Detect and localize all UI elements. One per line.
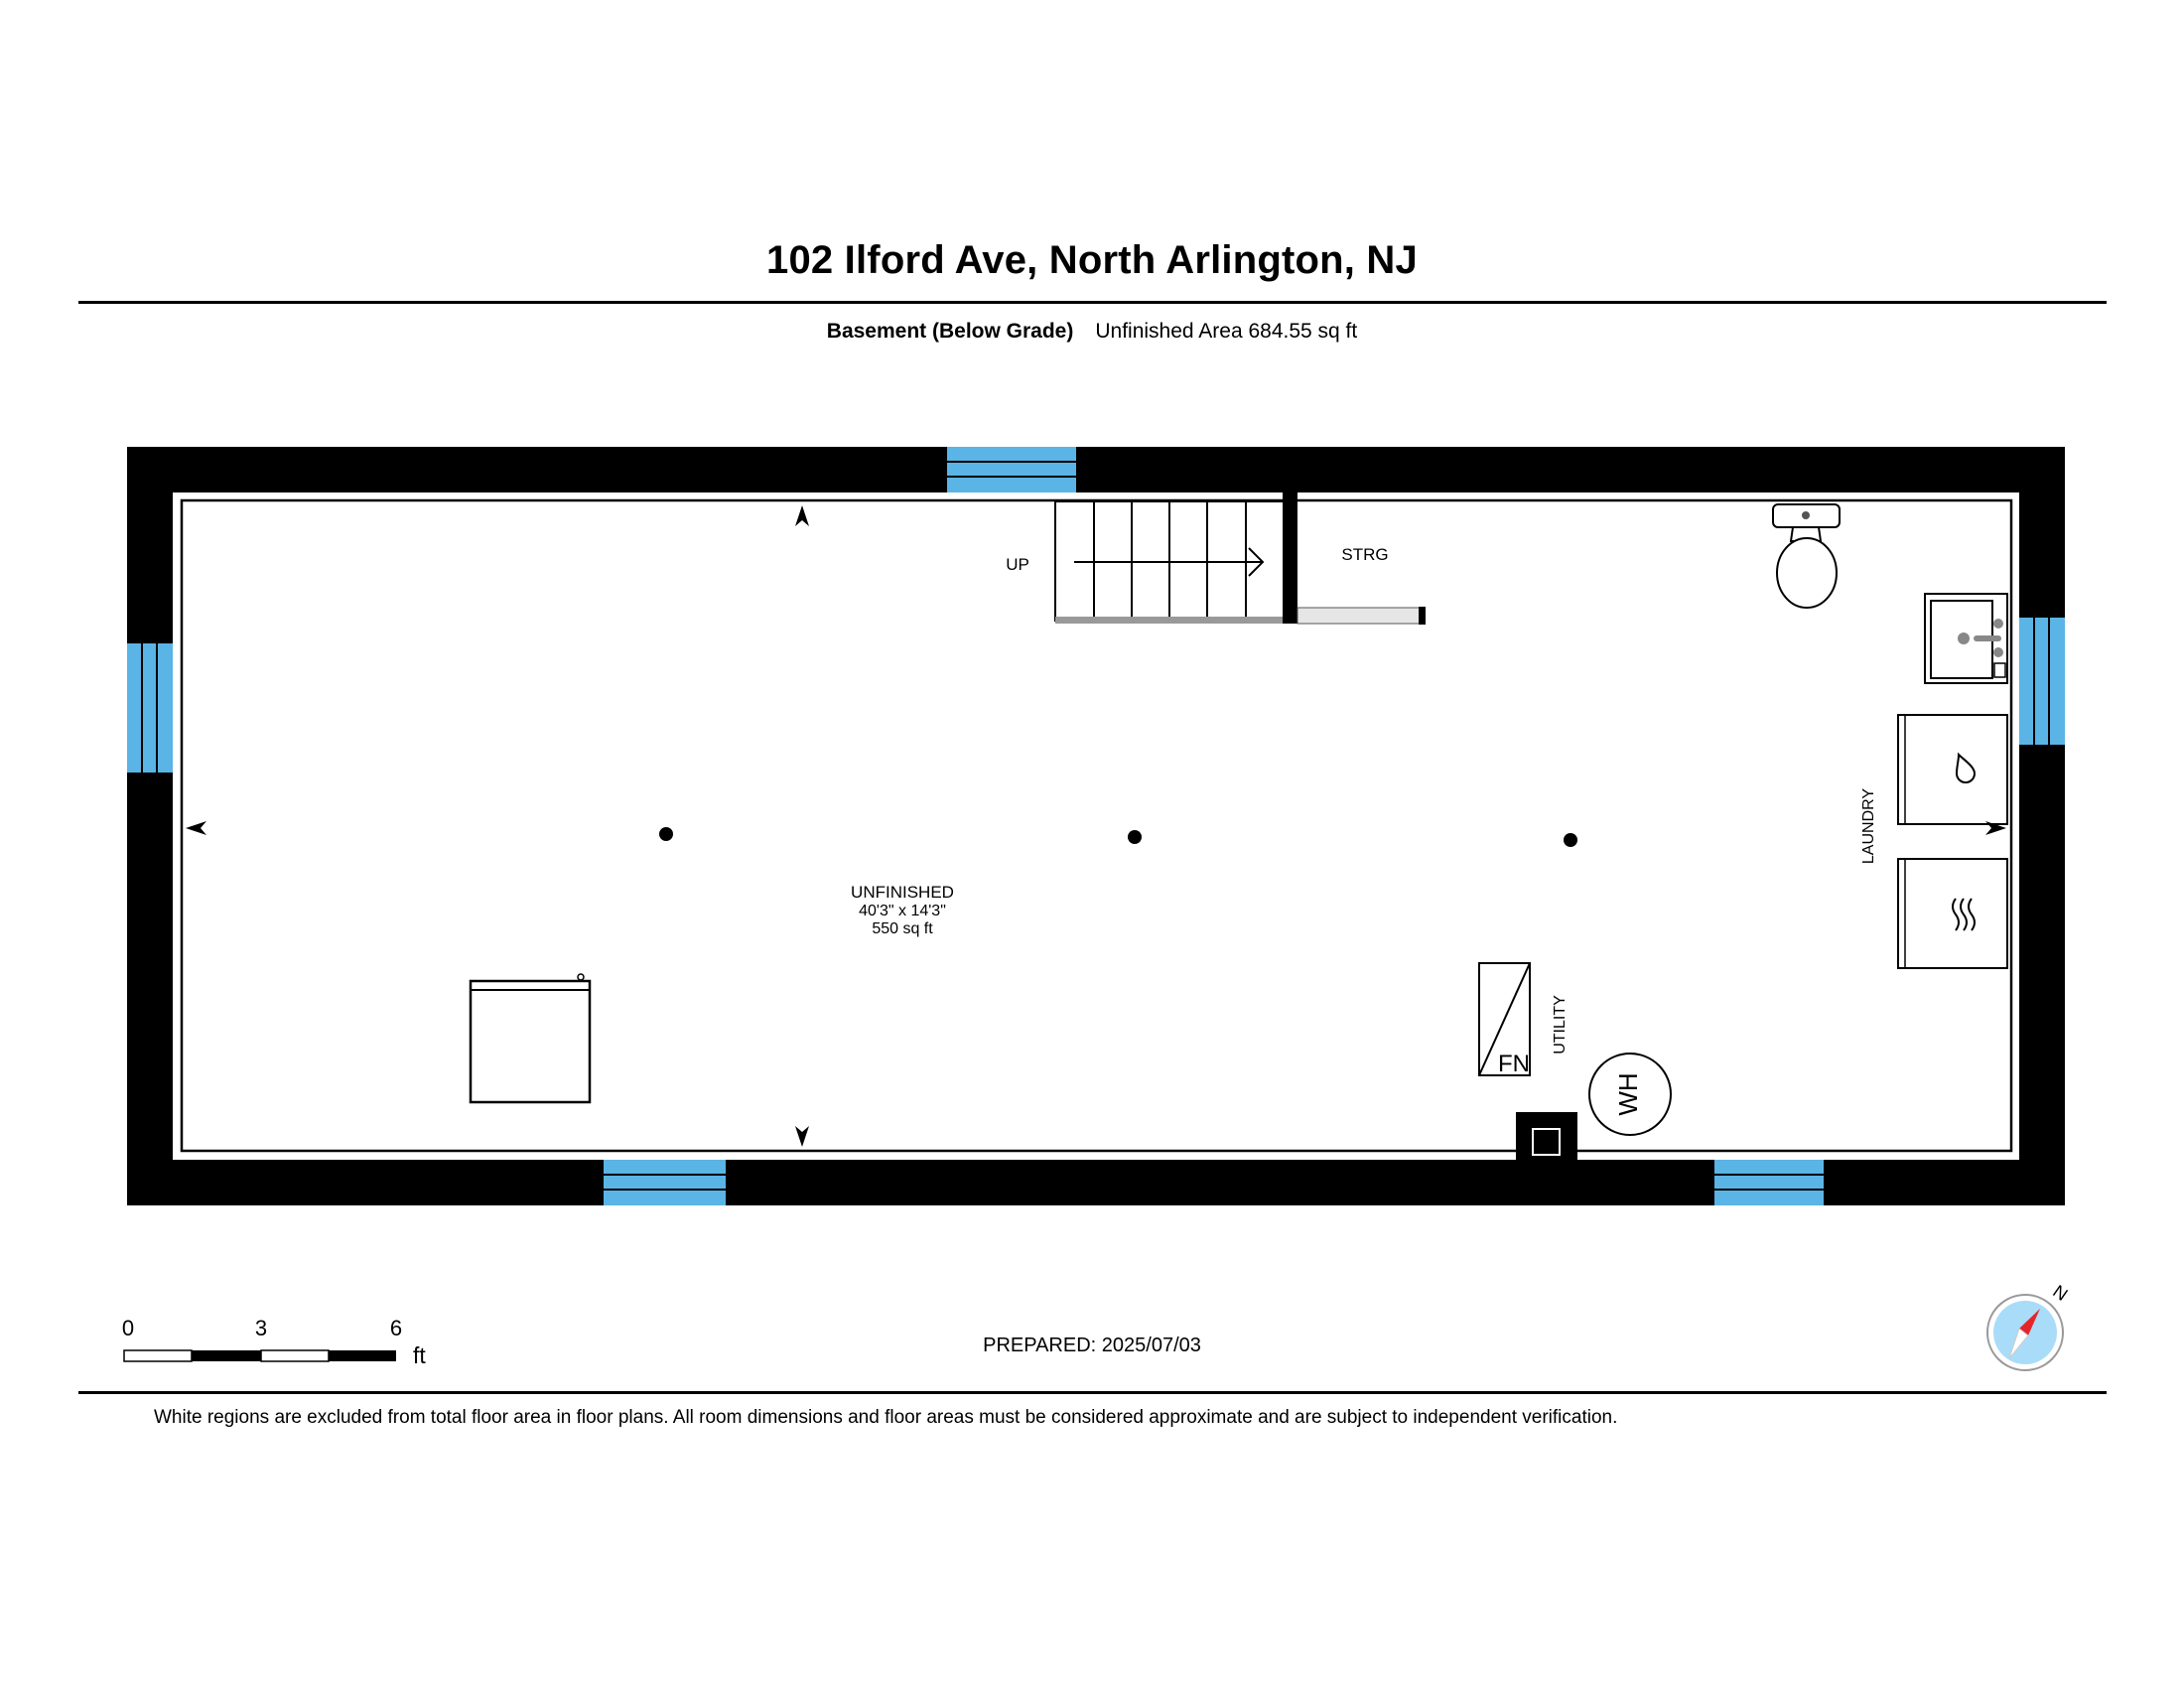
laundry-label: LAUNDRY [1860, 788, 1877, 865]
furnace-label: FN [1498, 1051, 1530, 1077]
room-area: 550 sq ft [872, 920, 933, 937]
toilet-icon [1772, 503, 1841, 609]
footer-rule [78, 1391, 2107, 1394]
staircase [1054, 500, 1286, 624]
support-column [659, 827, 673, 841]
subtitle: Basement (Below Grade) Unfinished Area 68… [0, 320, 2184, 344]
header-rule [78, 301, 2107, 304]
scale-bar: 0 3 6 ft [122, 1316, 427, 1368]
disclaimer: White regions are excluded from total fl… [154, 1407, 1618, 1428]
furnace-icon: FN [1478, 962, 1531, 1077]
dimension-arrows [186, 505, 2006, 1147]
scale-tick-0: 0 [122, 1316, 134, 1340]
support-column [1128, 830, 1142, 844]
window [127, 643, 173, 773]
level-name: Basement (Below Grade) [826, 320, 1074, 343]
sink-icon [1924, 593, 2008, 684]
dryer-icon [1897, 858, 2008, 969]
compass-icon: N [1986, 1281, 2072, 1371]
prepared-date: PREPARED: 2025/07/03 [983, 1335, 1201, 1356]
room-dimensions: 40'3" x 14'3" [859, 903, 946, 919]
storage-label: STRG [1341, 545, 1388, 564]
water-heater-label: WH [1613, 1072, 1643, 1115]
storage-partition [1283, 492, 1426, 625]
room-name: UNFINISHED [851, 883, 954, 902]
water-heater-icon: WH [1588, 1053, 1672, 1136]
stairs-label: UP [1006, 555, 1029, 574]
window [2019, 618, 2065, 745]
scale-tick-6: 6 [390, 1316, 402, 1340]
chimney-icon [1516, 1112, 1577, 1160]
page-title: 102 Ilford Ave, North Arlington, NJ [766, 238, 1418, 282]
support-column [1564, 833, 1577, 847]
window [947, 447, 1076, 492]
scale-tick-3: 3 [255, 1316, 267, 1340]
appliance-box [469, 973, 592, 1104]
utility-label: UTILITY [1552, 995, 1569, 1055]
area-summary: Unfinished Area 684.55 sq ft [1095, 320, 1358, 343]
compass-north-label: N [2049, 1281, 2071, 1305]
scale-unit: ft [413, 1342, 426, 1368]
washer-icon [1897, 714, 2008, 825]
window [604, 1160, 726, 1205]
window [1714, 1160, 1824, 1205]
